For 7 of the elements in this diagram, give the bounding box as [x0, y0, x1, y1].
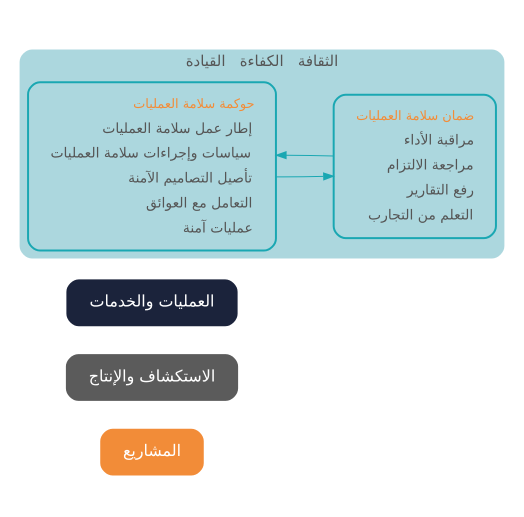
node-box: ضمان سلامة العمليات مراقبة الأداء مراجعة الالتزام رفع التقارير التعلم من التجارب — [332, 94, 497, 240]
node-box: الاستكشاف والإنتاج — [66, 354, 238, 401]
node-box: العمليات والخدمات — [66, 279, 238, 326]
arrow — [276, 172, 336, 181]
node-box: المشاريع — [100, 428, 204, 476]
arrow — [274, 151, 334, 160]
node-box: حوكمة سلامة العمليات إطار عمل سلامة العمليات سياسات وإجراءات سلامة العمليات تأصيل التصاميم الآمنة التعامل مع العوائق عمليات آمنة — [27, 81, 277, 252]
